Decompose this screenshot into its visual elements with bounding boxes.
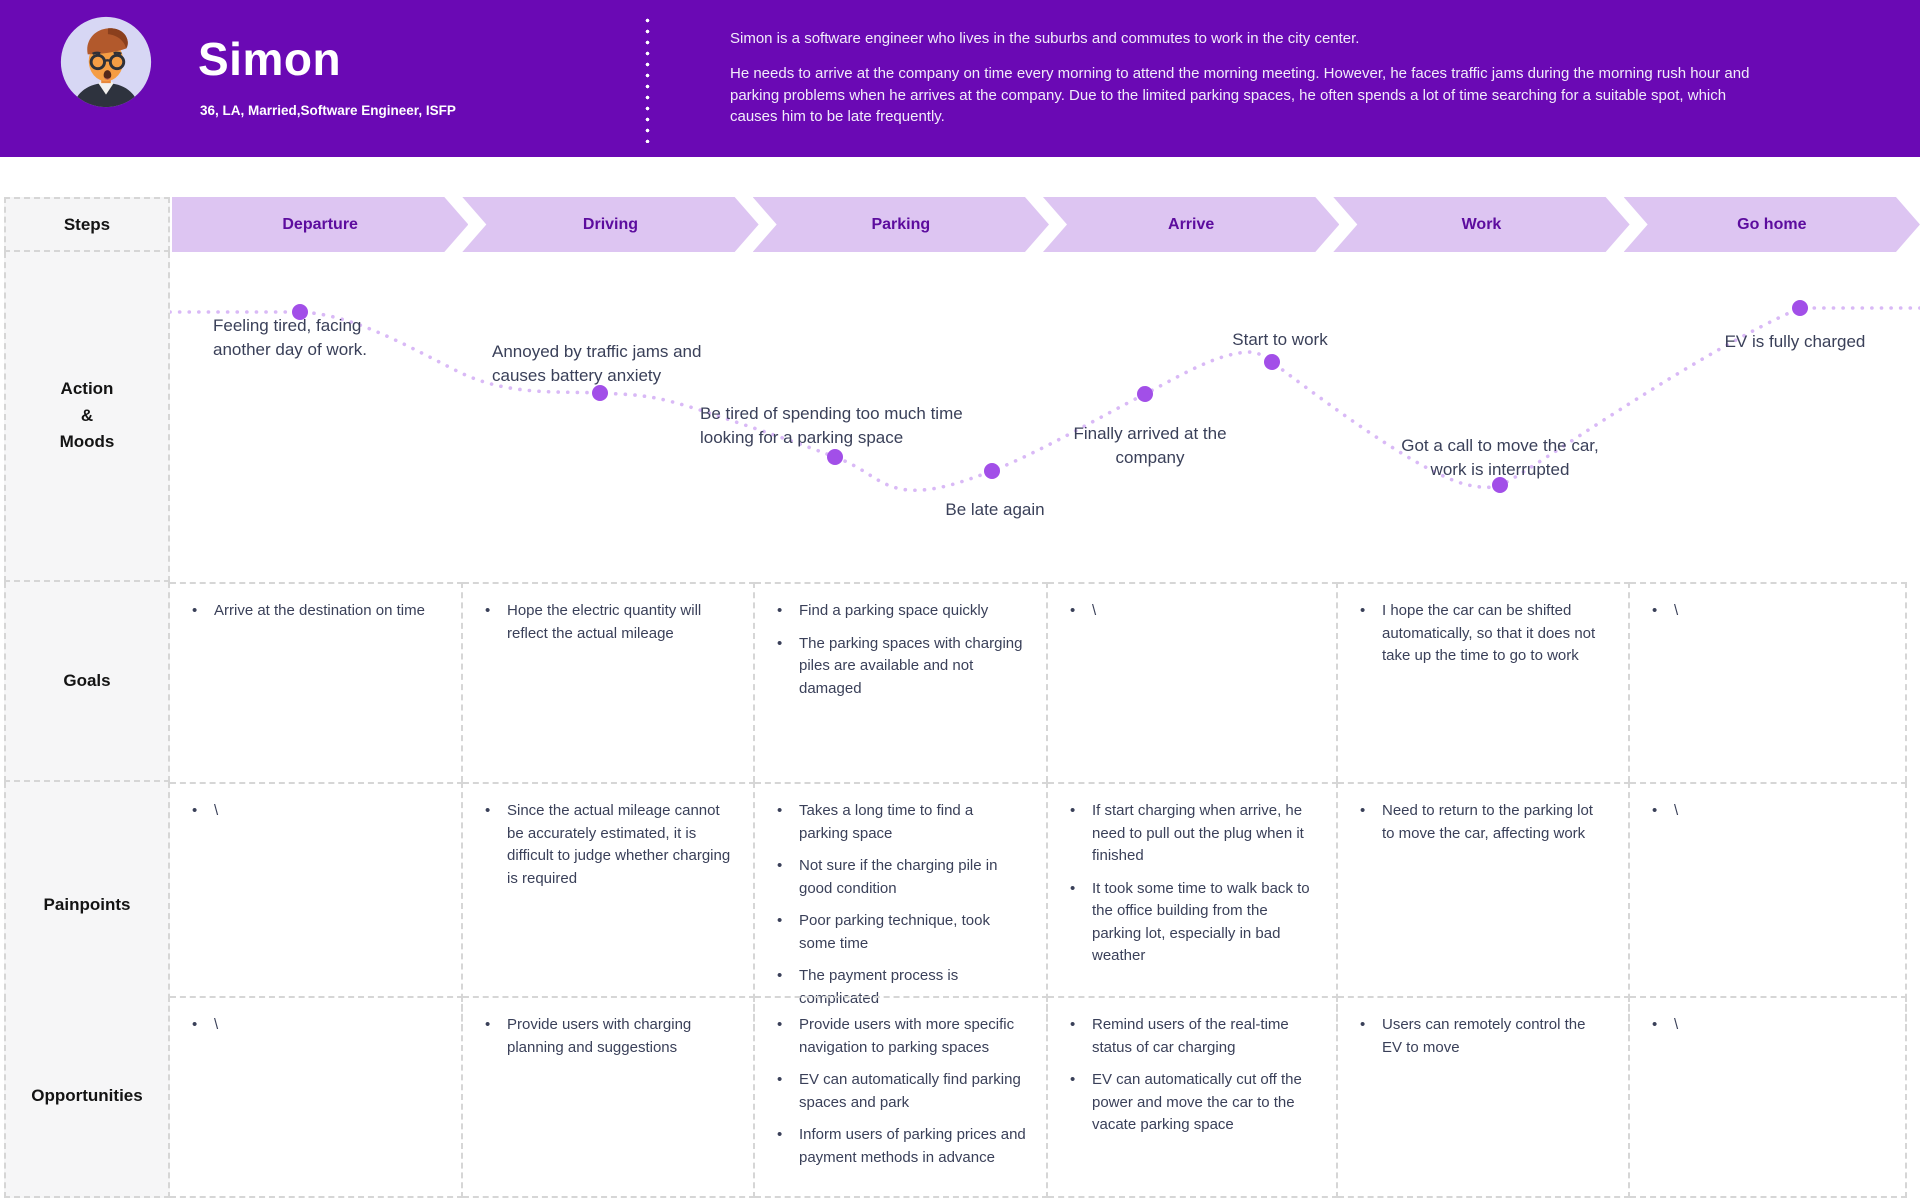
goals-cell-parking: Find a parking space quicklyThe parking … bbox=[755, 582, 1048, 782]
bullet-item: \ bbox=[1648, 600, 1885, 623]
row-header-opportunities: Opportunities bbox=[4, 996, 170, 1198]
bullet-item: Takes a long time to find a parking spac… bbox=[773, 800, 1026, 845]
bullet-item: \ bbox=[188, 1014, 441, 1037]
painpoints-cell-driving: Since the actual mileage cannot be accur… bbox=[463, 782, 755, 1030]
row-header-action-moods: Action & Moods bbox=[4, 252, 170, 582]
bullet-item: I hope the car can be shifted automatica… bbox=[1356, 600, 1608, 668]
bullet-item: Provide users with more specific navigat… bbox=[773, 1014, 1026, 1059]
mood-points bbox=[292, 300, 1808, 493]
step-arrow-driving: Driving bbox=[462, 197, 758, 252]
mood-label-arrived: Finally arrived at the company bbox=[1073, 424, 1227, 467]
mood-label-start-work: Start to work bbox=[1232, 330, 1328, 349]
goals-cell-work: I hope the car can be shifted automatica… bbox=[1338, 582, 1630, 782]
persona-name: Simon bbox=[198, 33, 342, 85]
bullet-item: \ bbox=[1648, 1014, 1885, 1037]
painpoints-cell-gohome: \ bbox=[1630, 782, 1907, 1030]
avatar bbox=[58, 14, 154, 110]
opportunities-cell-work: Users can remotely control the EV to mov… bbox=[1338, 996, 1630, 1198]
step-arrow-gohome: Go home bbox=[1624, 197, 1920, 252]
steps-arrows: Departure Driving Parking Arrive Work Go… bbox=[172, 197, 1920, 252]
row-painpoints: Painpoints \ Since the actual mileage ca… bbox=[4, 782, 1907, 1030]
bullet-item: \ bbox=[1648, 800, 1885, 823]
persona-header: Simon 36, LA, Married,Software Engineer,… bbox=[0, 0, 1920, 157]
row-action-moods: Action & Moods Feeling tired, facing ano… bbox=[0, 252, 1920, 582]
opportunities-cell-arrive: Remind users of the real-time status of … bbox=[1048, 996, 1338, 1198]
summary-paragraph-2: He needs to arrive at the company on tim… bbox=[730, 65, 1750, 125]
bullet-item: Need to return to the parking lot to mov… bbox=[1356, 800, 1608, 845]
dotted-separator bbox=[645, 15, 650, 143]
opportunities-cell-parking: Provide users with more specific navigat… bbox=[755, 996, 1048, 1198]
opportunities-cell-departure: \ bbox=[170, 996, 463, 1198]
mood-label-move-car: Got a call to move the car, work is inte… bbox=[1401, 436, 1599, 479]
painpoints-cell-work: Need to return to the parking lot to mov… bbox=[1338, 782, 1630, 1030]
goals-cell-arrive: \ bbox=[1048, 582, 1338, 782]
summary-paragraph-1: Simon is a software engineer who lives i… bbox=[730, 30, 1360, 47]
bullet-item: \ bbox=[1066, 600, 1316, 623]
action-moods-line2: & bbox=[80, 405, 94, 425]
bullet-item: The parking spaces with charging piles a… bbox=[773, 633, 1026, 701]
goals-cell-driving: Hope the electric quantity will reflect … bbox=[463, 582, 755, 782]
step-arrow-work: Work bbox=[1333, 197, 1629, 252]
opportunities-cell-gohome: \ bbox=[1630, 996, 1907, 1198]
bullet-item: The payment process is complicated bbox=[773, 965, 1026, 1010]
step-arrow-arrive: Arrive bbox=[1043, 197, 1339, 252]
row-opportunities: Opportunities \ Provide users with charg… bbox=[4, 996, 1907, 1198]
bullet-item: Not sure if the charging pile in good co… bbox=[773, 855, 1026, 900]
bullet-item: If start charging when arrive, he need t… bbox=[1066, 800, 1316, 868]
row-goals: Goals Arrive at the destination on time … bbox=[4, 582, 1907, 782]
bullet-item: Arrive at the destination on time bbox=[188, 600, 441, 623]
mood-label-late: Be late again bbox=[945, 500, 1045, 519]
action-moods-line1: Action bbox=[60, 379, 114, 399]
avatar-illustration bbox=[60, 16, 152, 108]
row-header-goals: Goals bbox=[4, 582, 170, 782]
bullet-item: Inform users of parking prices and payme… bbox=[773, 1124, 1026, 1169]
bullet-item: Since the actual mileage cannot be accur… bbox=[481, 800, 733, 890]
bullet-item: Hope the electric quantity will reflect … bbox=[481, 600, 733, 645]
bullet-item: Users can remotely control the EV to mov… bbox=[1356, 1014, 1608, 1059]
goals-cell-departure: Arrive at the destination on time bbox=[170, 582, 463, 782]
goals-cell-gohome: \ bbox=[1630, 582, 1907, 782]
step-arrow-departure: Departure bbox=[172, 197, 468, 252]
bullet-item: \ bbox=[188, 800, 441, 823]
bullet-item: Poor parking technique, took some time bbox=[773, 910, 1026, 955]
action-moods-line3: Moods bbox=[59, 432, 115, 452]
bullet-item: Provide users with charging planning and… bbox=[481, 1014, 733, 1059]
mood-curve bbox=[168, 300, 1920, 493]
bullet-item: EV can automatically cut off the power a… bbox=[1066, 1069, 1316, 1137]
persona-summary: Simon is a software engineer who lives i… bbox=[730, 28, 1760, 127]
painpoints-cell-arrive: If start charging when arrive, he need t… bbox=[1048, 782, 1338, 1030]
mood-label-driving: Annoyed by traffic jams and causes batte… bbox=[492, 342, 702, 385]
bullet-item: It took some time to walk back to the of… bbox=[1066, 878, 1316, 968]
painpoints-cell-parking: Takes a long time to find a parking spac… bbox=[755, 782, 1048, 1030]
painpoints-cell-departure: \ bbox=[170, 782, 463, 1030]
mood-label-departure: Feeling tired, facing another day of wor… bbox=[213, 316, 368, 359]
step-arrow-parking: Parking bbox=[753, 197, 1049, 252]
mood-label-ev-charged: EV is fully charged bbox=[1724, 332, 1866, 351]
row-header-steps: Steps bbox=[4, 197, 170, 252]
mood-label-parking: Be tired of spending too much time looki… bbox=[700, 404, 963, 447]
persona-details: 36, LA, Married,Software Engineer, ISFP bbox=[200, 103, 456, 118]
opportunities-cell-driving: Provide users with charging planning and… bbox=[463, 996, 755, 1198]
bullet-item: EV can automatically find parking spaces… bbox=[773, 1069, 1026, 1114]
bullet-item: Remind users of the real-time status of … bbox=[1066, 1014, 1316, 1059]
row-header-painpoints: Painpoints bbox=[4, 782, 170, 1030]
bullet-item: Find a parking space quickly bbox=[773, 600, 1026, 623]
